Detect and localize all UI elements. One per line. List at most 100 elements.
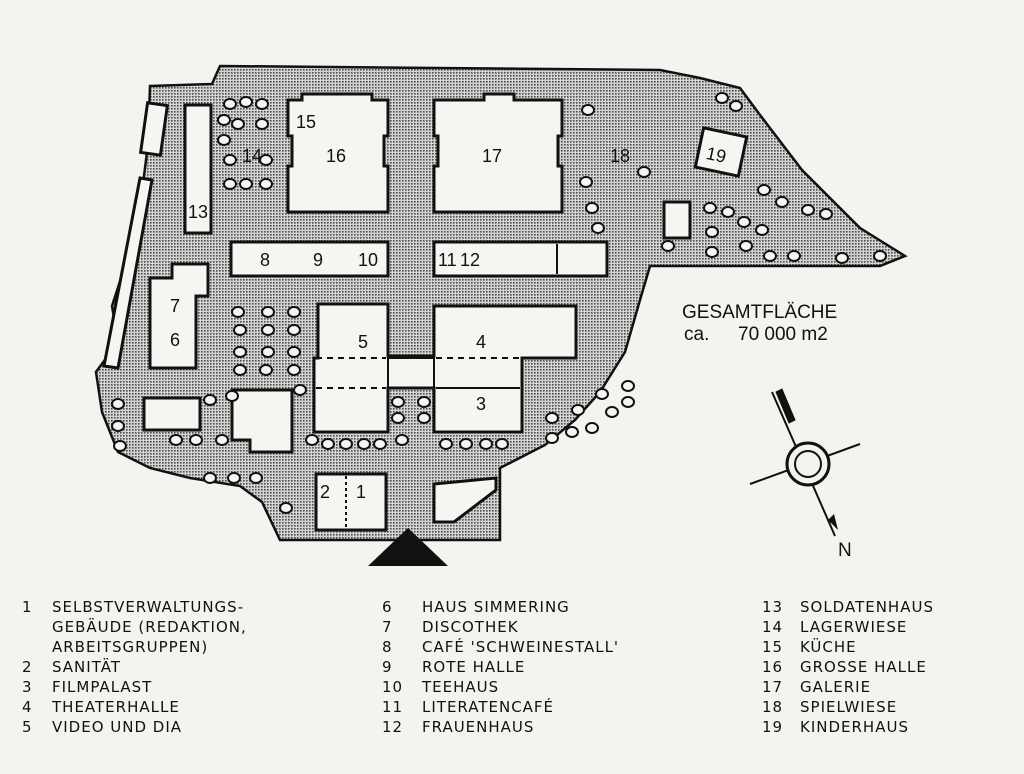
legend-number: 10 <box>382 678 403 696</box>
legend-text: CAFÉ 'SCHWEINESTALL' <box>422 637 619 656</box>
legend-text: LAGERWIESE <box>800 618 907 636</box>
tree-icon <box>417 396 431 408</box>
tree-icon <box>459 438 473 450</box>
legend-text: KINDERHAUS <box>800 718 909 736</box>
tree-icon <box>479 438 493 450</box>
tree-icon <box>637 166 651 178</box>
tree-icon <box>111 420 125 432</box>
label-8: 8 <box>260 250 270 270</box>
tree-icon <box>605 406 619 418</box>
legend-number: 11 <box>382 698 403 716</box>
tree-icon <box>287 346 301 358</box>
total-area-value: 70 000 m2 <box>738 324 828 345</box>
tree-icon <box>261 324 275 336</box>
tree-icon <box>621 380 635 392</box>
legend-text: SPIELWIESE <box>800 698 897 716</box>
tree-icon <box>595 388 609 400</box>
tree-icon <box>873 250 887 262</box>
building-right-small <box>662 200 692 240</box>
label-12: 12 <box>460 250 480 270</box>
building-13 <box>183 103 213 235</box>
buildings <box>102 92 749 532</box>
tree-icon <box>203 472 217 484</box>
legend-number: 16 <box>762 658 783 676</box>
legend-text: GALERIE <box>800 678 871 696</box>
legend-number: 9 <box>382 658 393 676</box>
tree-icon <box>339 438 353 450</box>
tree-icon <box>287 306 301 318</box>
tree-icon <box>755 224 769 236</box>
building-11-12 <box>432 240 609 278</box>
legend-number: 7 <box>382 618 393 636</box>
legend-number: 18 <box>762 698 783 716</box>
building-3-4-5 <box>312 302 578 434</box>
tree-icon <box>391 412 405 424</box>
tree-icon <box>545 432 559 444</box>
legend-text: FRAUENHAUS <box>422 718 534 736</box>
building-left-long <box>102 176 154 370</box>
tree-icon <box>239 96 253 108</box>
legend-number: 8 <box>382 638 393 656</box>
tree-icon <box>111 398 125 410</box>
label-17: 17 <box>482 146 502 166</box>
tree-icon <box>227 472 241 484</box>
tree-icon <box>261 306 275 318</box>
entrance-marker <box>368 528 448 566</box>
tree-icon <box>305 434 319 446</box>
legend-number: 13 <box>762 598 783 616</box>
legend-text: KÜCHE <box>800 637 857 656</box>
legend-text: ARBEITSGRUPPEN) <box>52 638 208 656</box>
tree-icon <box>233 346 247 358</box>
tree-icon <box>113 440 127 452</box>
tree-icon <box>225 390 239 402</box>
tree-icon <box>261 346 275 358</box>
tree-icon <box>661 240 675 252</box>
building-19 <box>693 126 749 178</box>
label-15: 15 <box>296 112 316 132</box>
building-right-bottom <box>432 476 498 524</box>
legend-text: TEEHAUS <box>421 678 499 696</box>
legend-text: ROTE HALLE <box>422 658 525 676</box>
tree-icon <box>279 502 293 514</box>
tree-icon <box>705 226 719 238</box>
tree-icon <box>259 178 273 190</box>
building-left-bottom <box>142 396 202 432</box>
tree-icon <box>287 324 301 336</box>
tree-icon <box>233 324 247 336</box>
building-left-small <box>138 101 170 157</box>
tree-icon <box>729 100 743 112</box>
label-18: 18 <box>610 146 630 166</box>
tree-icon <box>565 426 579 438</box>
building-1-2 <box>314 472 388 532</box>
legend-text: THEATERHALLE <box>51 698 180 716</box>
tree-icon <box>259 154 273 166</box>
legend-text: FILMPALAST <box>52 678 152 696</box>
tree-icon <box>203 394 217 406</box>
label-7: 7 <box>170 296 180 316</box>
legend-text: GROSSE HALLE <box>800 658 927 676</box>
tree-icon <box>293 384 307 396</box>
label-2: 2 <box>320 482 330 502</box>
total-area-prefix: ca. <box>684 324 709 345</box>
tree-icon <box>417 412 431 424</box>
tree-icon <box>259 364 273 376</box>
tree-icon <box>287 364 301 376</box>
tree-icon <box>703 202 717 214</box>
label-11: 11 <box>438 250 457 270</box>
building-16 <box>286 92 390 214</box>
tree-icon <box>255 118 269 130</box>
tree-icon <box>581 104 595 116</box>
tree-icon <box>621 396 635 408</box>
tree-icon <box>233 364 247 376</box>
legend-text: LITERATENCAFÉ <box>422 697 554 716</box>
tree-icon <box>739 240 753 252</box>
label-13: 13 <box>188 202 208 222</box>
compass-icon: N <box>749 388 861 561</box>
tree-icon <box>737 216 751 228</box>
label-10: 10 <box>358 250 378 270</box>
